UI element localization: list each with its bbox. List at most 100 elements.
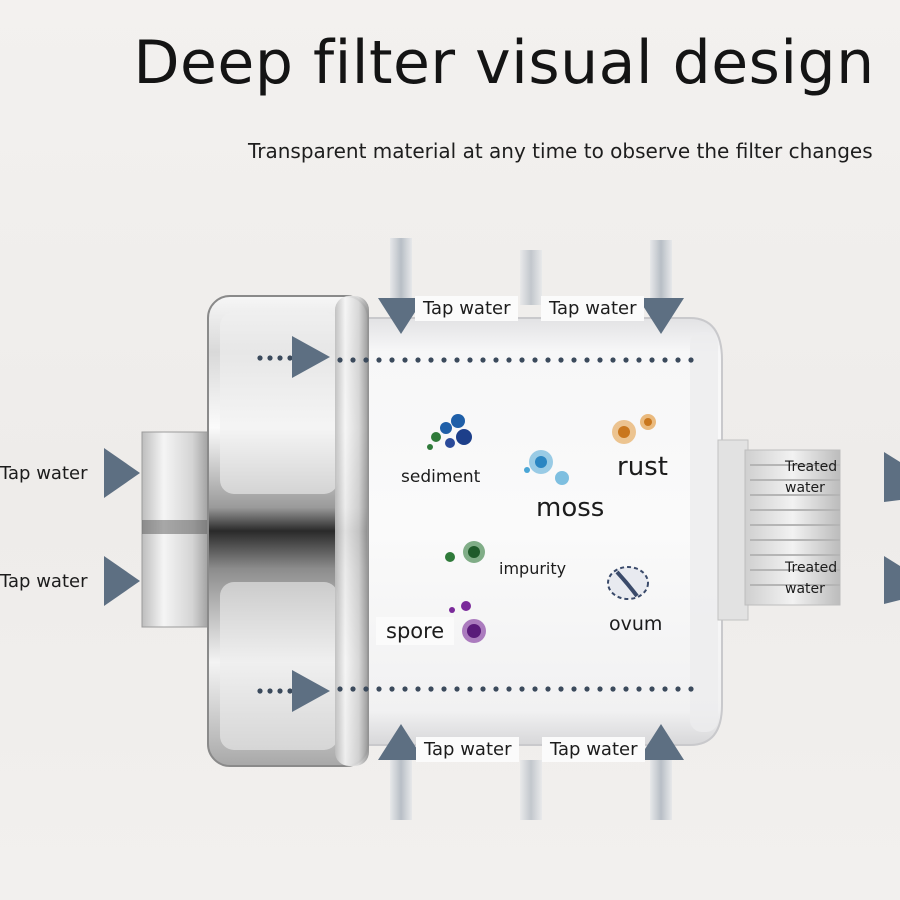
- moss-label: moss: [536, 493, 605, 523]
- flow-dot: [350, 686, 356, 692]
- flow-dot: [277, 688, 283, 694]
- tap-water-label-side-upper: Tap water: [0, 463, 88, 484]
- flow-dot: [467, 686, 473, 692]
- flow-dot: [428, 357, 434, 363]
- flow-dot: [610, 686, 616, 692]
- bottom-arrows: [378, 724, 684, 760]
- flow-dot: [350, 357, 356, 363]
- flow-dot: [480, 686, 486, 692]
- flow-dot: [506, 686, 512, 692]
- flow-dot: [662, 686, 668, 692]
- flow-dot: [376, 686, 382, 692]
- flow-dot: [277, 355, 283, 361]
- flow-dot: [267, 355, 273, 361]
- outlet-arrows: [884, 452, 900, 604]
- flow-dot: [402, 357, 408, 363]
- flow-dot: [558, 357, 564, 363]
- tap-water-label-side-lower: Tap water: [0, 571, 88, 592]
- flow-dots: [257, 355, 694, 694]
- flow-dot: [636, 686, 642, 692]
- moss-icon: [524, 450, 569, 485]
- flow-dot: [519, 357, 525, 363]
- ovum-label: ovum: [609, 613, 663, 635]
- outlet-thread: [717, 439, 841, 621]
- flow-dot: [363, 357, 369, 363]
- flow-dot: [480, 357, 486, 363]
- flow-pillars-bottom: [390, 760, 672, 820]
- sediment-icon: [427, 414, 472, 450]
- flow-dot: [597, 686, 603, 692]
- flow-dot: [287, 688, 293, 694]
- flow-dot: [493, 357, 499, 363]
- flow-dot: [337, 686, 343, 692]
- flow-dot: [454, 357, 460, 363]
- flow-dot: [389, 357, 395, 363]
- flow-dot: [415, 357, 421, 363]
- flow-dot: [454, 686, 460, 692]
- flow-dot: [506, 357, 512, 363]
- flow-dot: [662, 357, 668, 363]
- flow-dot: [532, 357, 538, 363]
- rust-label: rust: [617, 452, 668, 482]
- flow-dot: [675, 357, 681, 363]
- sediment-label: sediment: [401, 467, 481, 487]
- flow-dot: [337, 357, 343, 363]
- flow-dot: [257, 355, 263, 361]
- spore-icon: [449, 601, 486, 643]
- flow-dot: [649, 686, 655, 692]
- flow-dot: [467, 357, 473, 363]
- top-arrows: [378, 298, 684, 334]
- flow-dot: [532, 686, 538, 692]
- flow-dot: [623, 686, 629, 692]
- flow-dot: [389, 686, 395, 692]
- flow-dot: [441, 357, 447, 363]
- page-subtitle: Transparent material at any time to obse…: [248, 139, 873, 163]
- flow-dot: [428, 686, 434, 692]
- tap-water-label-top-left: Tap water: [415, 296, 519, 321]
- impurity-icon: [445, 541, 485, 563]
- flow-dot: [584, 357, 590, 363]
- tap-water-label-bottom-left: Tap water: [416, 737, 520, 762]
- flow-dot: [493, 686, 499, 692]
- flow-dot: [287, 355, 293, 361]
- treated-lower-line-2: water: [785, 581, 825, 597]
- flow-dot: [597, 357, 603, 363]
- rust-icon: [612, 414, 656, 444]
- treated-lower-line-1: Treated: [785, 560, 838, 576]
- treated-water-label-lower: Treated water: [785, 558, 837, 600]
- flow-dot: [649, 357, 655, 363]
- inner-arrows: [292, 336, 330, 712]
- flow-dot: [688, 357, 694, 363]
- chrome-cap: [141, 295, 369, 767]
- treated-upper-line-1: Treated: [785, 459, 838, 475]
- flow-dot: [545, 686, 551, 692]
- tap-water-label-top-right: Tap water: [541, 296, 645, 321]
- flow-dot: [584, 686, 590, 692]
- flow-dot: [623, 357, 629, 363]
- flow-dot: [519, 686, 525, 692]
- flow-dot: [558, 686, 564, 692]
- flow-dot: [257, 688, 263, 694]
- flow-dot: [688, 686, 694, 692]
- flow-pillars-top: [390, 238, 672, 308]
- flow-dot: [376, 357, 382, 363]
- flow-dot: [402, 686, 408, 692]
- spore-label: spore: [376, 617, 455, 645]
- flow-dot: [363, 686, 369, 692]
- impurity-label: impurity: [499, 559, 567, 578]
- flow-dot: [415, 686, 421, 692]
- flow-dot: [571, 357, 577, 363]
- flow-dot: [571, 686, 577, 692]
- side-arrows: [104, 448, 140, 606]
- flow-dot: [610, 357, 616, 363]
- flow-dot: [545, 357, 551, 363]
- flow-dot: [267, 688, 273, 694]
- filter-body: [339, 317, 723, 746]
- flow-dot: [636, 357, 642, 363]
- treated-water-label-upper: Treated water: [785, 457, 837, 499]
- page-title: Deep filter visual design: [133, 28, 875, 98]
- flow-dot: [675, 686, 681, 692]
- tap-water-label-bottom-right: Tap water: [542, 737, 646, 762]
- flow-dot: [441, 686, 447, 692]
